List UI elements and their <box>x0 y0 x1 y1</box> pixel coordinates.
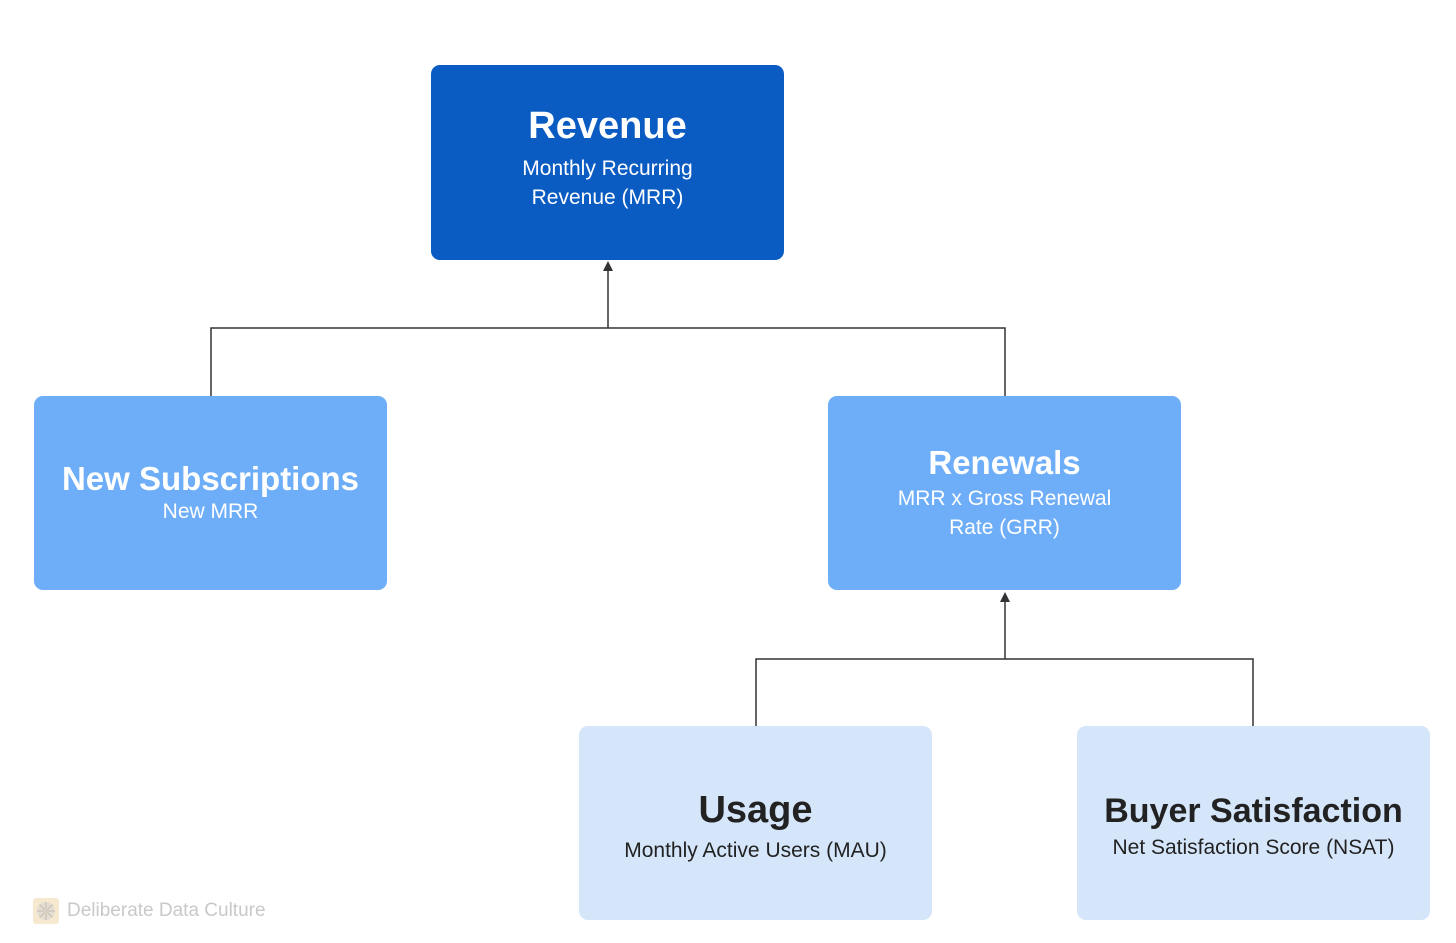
node-buyer-satisfaction-title: Buyer Satisfaction <box>1104 791 1403 830</box>
edge-usage-to-renewals <box>755 658 1005 726</box>
node-renewals-title: Renewals <box>928 444 1081 482</box>
node-revenue-subtitle: Monthly Recurring Revenue (MRR) <box>522 157 693 210</box>
node-usage-title: Usage <box>698 788 813 831</box>
node-usage-subtitle: Monthly Active Users (MAU) <box>624 839 887 863</box>
node-revenue: Revenue Monthly Recurring Revenue (MRR) <box>431 65 784 260</box>
edge-buyer-satisfaction-to-renewals <box>1005 658 1254 726</box>
edge-renewals-to-revenue <box>608 327 1006 396</box>
node-buyer-satisfaction: Buyer Satisfaction Net Satisfaction Scor… <box>1077 726 1430 920</box>
edge-new-subscriptions-to-revenue <box>210 327 608 396</box>
flower-logo-icon <box>33 898 59 924</box>
node-renewals: Renewals MRR x Gross Renewal Rate (GRR) <box>828 396 1181 590</box>
node-revenue-title: Revenue <box>528 104 687 147</box>
node-new-subscriptions-title: New Subscriptions <box>61 459 360 497</box>
node-new-subscriptions-subtitle: New MRR <box>162 500 259 524</box>
watermark-text: Deliberate Data Culture <box>67 900 266 921</box>
node-renewals-subtitle: MRR x Gross Renewal Rate (GRR) <box>897 486 1112 539</box>
node-new-subscriptions: New Subscriptions New MRR <box>34 396 387 590</box>
node-usage: Usage Monthly Active Users (MAU) <box>579 726 932 920</box>
node-buyer-satisfaction-subtitle: Net Satisfaction Score (NSAT) <box>1112 836 1395 860</box>
watermark: Deliberate Data Culture <box>33 898 266 924</box>
